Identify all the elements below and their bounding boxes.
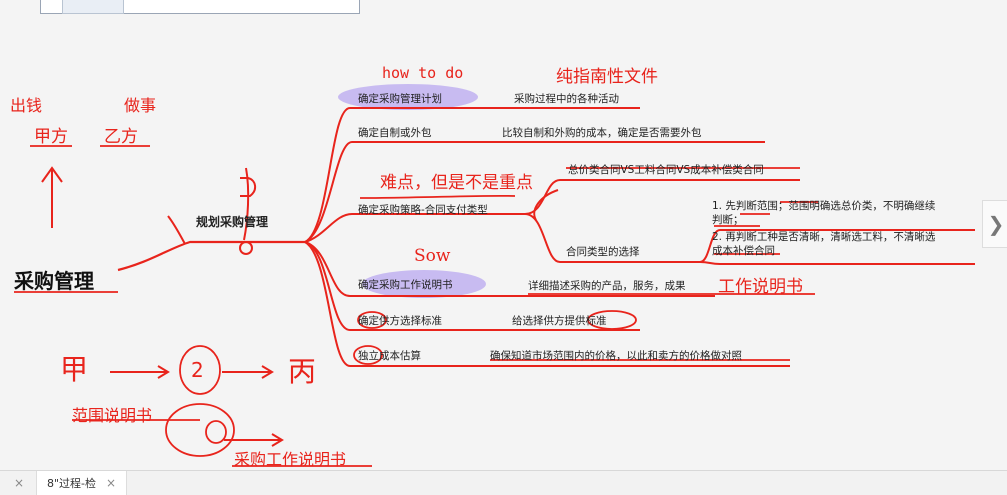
annot-difficulty: 难点，但是不是重点	[380, 173, 533, 193]
close-icon[interactable]: ×	[106, 476, 117, 490]
chevron-right-icon: ❯	[987, 212, 1005, 236]
highlight-plan	[338, 84, 478, 110]
branch-sow: 确定采购工作说明书	[358, 279, 453, 291]
mindmap-drawing	[14, 84, 975, 467]
annot-pay: 出钱	[10, 96, 43, 115]
slide-canvas: 采购管理 规划采购管理 确定采购管理计划 确定自制或外包 确定采购策略-合同支付…	[10, 0, 1007, 469]
branch-contract-type: 确定采购策略-合同支付类型	[358, 204, 488, 216]
note-line-2: 判断；	[712, 214, 744, 226]
detail-sow: 详细描述采购的产品，服务，成果	[528, 280, 686, 292]
close-icon[interactable]: ×	[14, 476, 25, 490]
highlight-sow	[362, 270, 486, 298]
detail-estimate: 确保知道市场范围内的价格，以此和卖方的价格做对照	[490, 350, 742, 362]
annot-how-to-do: how to do	[382, 64, 464, 82]
note-line-3: 2. 再判断工种是否清晰，清晰选工料，不清晰选	[712, 231, 936, 243]
note-line-1: 1. 先判断范围；范围明确选总价类，不明确继续	[712, 200, 936, 212]
tab-active[interactable]: 8"过程-检 ×	[36, 471, 128, 495]
detail-plan: 采购过程中的各种活动	[514, 93, 619, 105]
annot-sow-cn: 工作说明书	[718, 277, 803, 297]
annot-jia: 甲	[60, 353, 89, 386]
branch-estimate: 独立成本估算	[358, 350, 421, 362]
annot-sow: Sow	[414, 246, 451, 266]
annot-two: 2	[191, 358, 204, 382]
tab-bar: × 8"过程-检 ×	[0, 470, 1007, 495]
sub-node: 规划采购管理	[196, 215, 269, 229]
annot-party-b: 乙方	[104, 127, 138, 147]
root-node: 采购管理	[14, 269, 94, 293]
annot-bing: 丙	[288, 355, 317, 388]
thumbnail-image	[62, 0, 124, 14]
annot-work: 做事	[124, 96, 157, 115]
annot-proc-sow: 采购工作说明书	[234, 450, 347, 469]
note-line-4: 成本补偿合同	[712, 245, 775, 257]
branch-criteria: 确定供方选择标准	[358, 315, 442, 327]
detail-make-or-buy: 比较自制和外购的成本，确定是否需要外包	[502, 127, 702, 139]
detail-contract-choice: 合同类型的选择	[566, 246, 640, 258]
branch-plan: 确定采购管理计划	[358, 93, 442, 105]
detail-contract-types: 总价类合同VS工料合同VS成本补偿类合同	[568, 164, 764, 176]
tab-label: 8"过程-检	[47, 477, 97, 490]
branch-make-or-buy: 确定自制或外包	[358, 127, 432, 139]
annot-party-a: 甲方	[34, 127, 68, 147]
annot-scope: 范围说明书	[72, 406, 153, 425]
tab-previous[interactable]: ×	[4, 471, 24, 495]
annot-guide: 纯指南性文件	[556, 67, 658, 87]
detail-criteria: 给选择供方提供标准	[512, 315, 607, 327]
next-slide-button[interactable]: ❯	[982, 200, 1007, 248]
